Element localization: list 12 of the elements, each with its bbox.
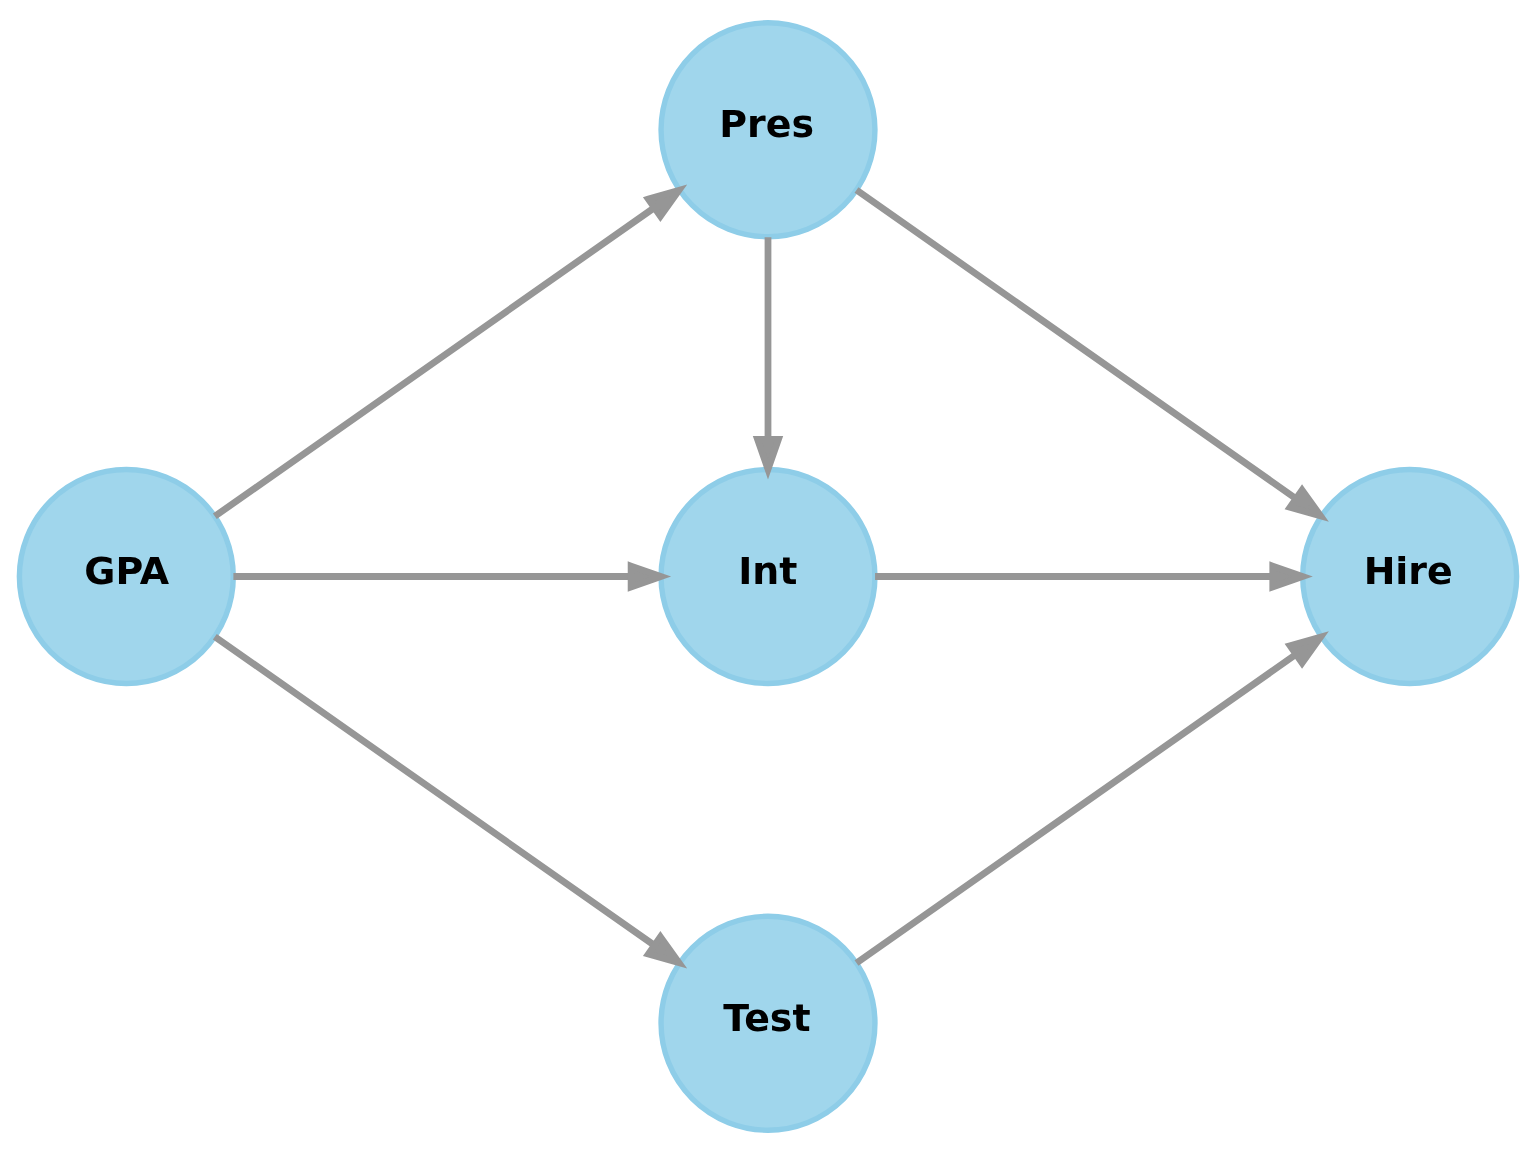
- node-circle: Int: [658, 466, 878, 686]
- arrow: [212, 633, 688, 968]
- arrow: [752, 236, 784, 479]
- arrow: [854, 186, 1329, 522]
- arrow: [875, 560, 1313, 592]
- arrow: [212, 184, 688, 519]
- arrow: [233, 560, 672, 592]
- arrow: [854, 630, 1329, 966]
- node-circle: Pres: [658, 19, 878, 239]
- node-circle: GPA: [16, 466, 236, 686]
- node-circle: Hire: [1300, 466, 1520, 686]
- node-circle: Test: [658, 913, 878, 1133]
